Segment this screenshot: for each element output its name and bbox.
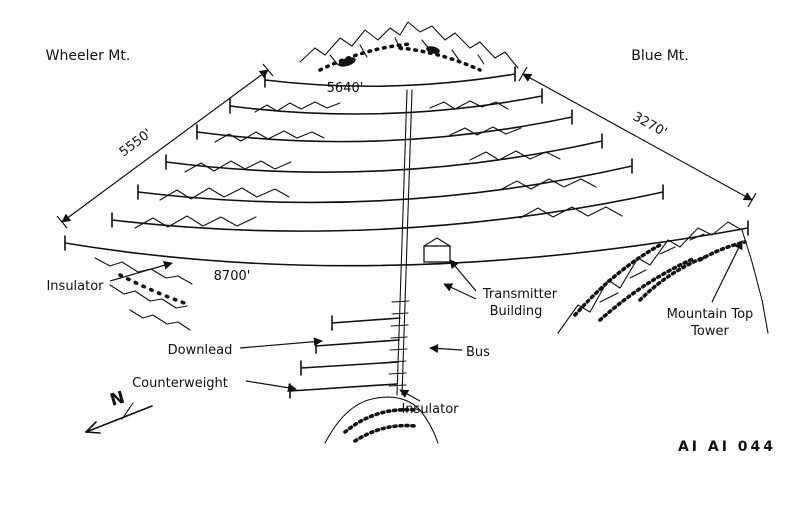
wire-7 — [64, 227, 749, 267]
figure-id: AI AI 044 — [678, 439, 776, 455]
mountain-top-label-line1: Mountain Top — [667, 307, 754, 322]
insulator-left-label: Insulator — [46, 279, 104, 294]
bottom-hill-sketch — [324, 396, 439, 444]
north-arrow: N — [85, 388, 153, 434]
counterweight-bars — [289, 315, 401, 399]
central-downlead-bus — [388, 89, 451, 396]
wire-2 — [229, 95, 543, 115]
bus-arrow — [429, 344, 463, 353]
insulator-bottom-label: Insulator — [401, 402, 459, 417]
dim-5640-label: 5640' — [327, 81, 364, 96]
counterweight-label: Counterweight — [132, 376, 228, 391]
dimension-line-5550 — [56, 63, 274, 229]
right-mountain-sketch — [557, 221, 769, 334]
wire-6 — [111, 191, 664, 232]
leader-arrows — [109, 240, 743, 402]
wire-1 — [264, 73, 516, 88]
mountain-top-label-line2: Tower — [690, 324, 729, 339]
bus-label: Bus — [466, 345, 490, 360]
transmitter-arrow-1 — [449, 259, 477, 292]
downlead-label: Downlead — [168, 343, 233, 358]
dimension-line-3270 — [518, 66, 757, 208]
transmitter-arrow-2 — [443, 283, 477, 300]
center-peak-mountain-sketch — [299, 21, 519, 72]
counterweight-arrow — [245, 380, 297, 393]
blue-mt-label: Blue Mt. — [631, 48, 688, 64]
left-slope-sketch — [94, 257, 193, 331]
terrain-ridge-sketches — [134, 100, 623, 229]
transmitter-building-shape — [423, 237, 451, 263]
mountain-top-arrow — [711, 240, 743, 303]
wheeler-mt-label: Wheeler Mt. — [46, 48, 131, 64]
downlead-arrow — [239, 337, 323, 349]
transmitter-label-line1: Transmitter — [482, 287, 558, 302]
north-label: N — [108, 388, 127, 411]
wire-3 — [196, 116, 573, 143]
transmitter-label-line2: Building — [490, 304, 543, 319]
dim-5550-label: 5550' — [117, 126, 155, 160]
insulator-left-arrow — [109, 260, 173, 282]
dim-8700-label: 8700' — [214, 269, 251, 284]
insulator-bottom-arrow — [399, 389, 421, 402]
